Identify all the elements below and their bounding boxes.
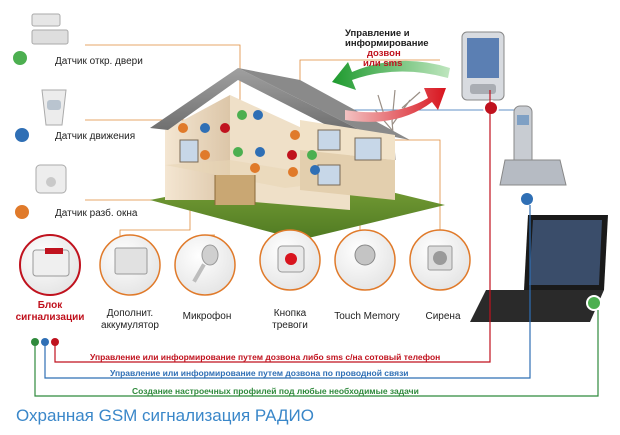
cordless-phone-icon bbox=[499, 105, 567, 207]
device-label-battery: Дополнит. аккумулятор bbox=[101, 308, 159, 332]
sensor-label-motion: Датчик движения bbox=[55, 131, 136, 142]
device-label-panic-button-1: Кнопка bbox=[273, 308, 307, 319]
red-arrow bbox=[345, 88, 446, 122]
bottom-dot-blue bbox=[41, 338, 49, 346]
sensor-label-door: Датчик откр. двери bbox=[55, 56, 143, 67]
bottom-dot-red bbox=[51, 338, 59, 346]
device-label-siren: Сирена bbox=[425, 311, 461, 322]
connection-label-wired: Управление или информирование путем дозв… bbox=[110, 368, 409, 378]
device-label-microphone: Микрофон bbox=[182, 311, 232, 322]
page-title: Охранная GSM сигнализация РАДИО bbox=[16, 406, 314, 425]
door-sensor-icon bbox=[11, 13, 69, 67]
green-arrow bbox=[332, 60, 450, 90]
device-label-alarm-unit: Блок сигнализации bbox=[16, 300, 85, 324]
device-label-alarm-unit-2: сигнализации bbox=[15, 312, 85, 323]
device-label-alarm-unit-1: Блок bbox=[37, 300, 63, 311]
bottom-lines bbox=[34, 90, 599, 397]
device-label-touch-memory: Touch Memory bbox=[334, 311, 400, 322]
control-line-1: Управление и bbox=[345, 28, 410, 39]
sensor-label-window: Датчик разб. окна bbox=[55, 208, 138, 219]
device-label-panic-button-2: тревоги bbox=[272, 320, 308, 331]
device-label-panic-button: Кнопка тревоги bbox=[272, 308, 308, 332]
house bbox=[150, 68, 410, 210]
control-caption: Управление и информирование дозвон или s… bbox=[345, 29, 455, 69]
bottom-dot-green bbox=[31, 338, 39, 346]
motion-sensor-icon bbox=[13, 89, 67, 144]
device-label-battery-1: Дополнит. bbox=[106, 308, 154, 319]
connection-label-sms: Управление или информирование путем дозв… bbox=[90, 352, 441, 362]
control-line-2: информирование bbox=[345, 38, 429, 49]
connection-label-profiles: Создание настроечных профилей под любые … bbox=[132, 386, 419, 396]
house-sensor-dots bbox=[178, 110, 320, 177]
device-label-battery-2: аккумулятор bbox=[101, 320, 159, 331]
pda-icon bbox=[461, 31, 505, 116]
control-line-3: дозвон bbox=[367, 48, 401, 59]
device-discs bbox=[19, 229, 471, 296]
glass-break-sensor-icon bbox=[13, 164, 67, 221]
laptop-icon bbox=[470, 215, 608, 322]
control-line-4: или sms bbox=[363, 58, 403, 69]
